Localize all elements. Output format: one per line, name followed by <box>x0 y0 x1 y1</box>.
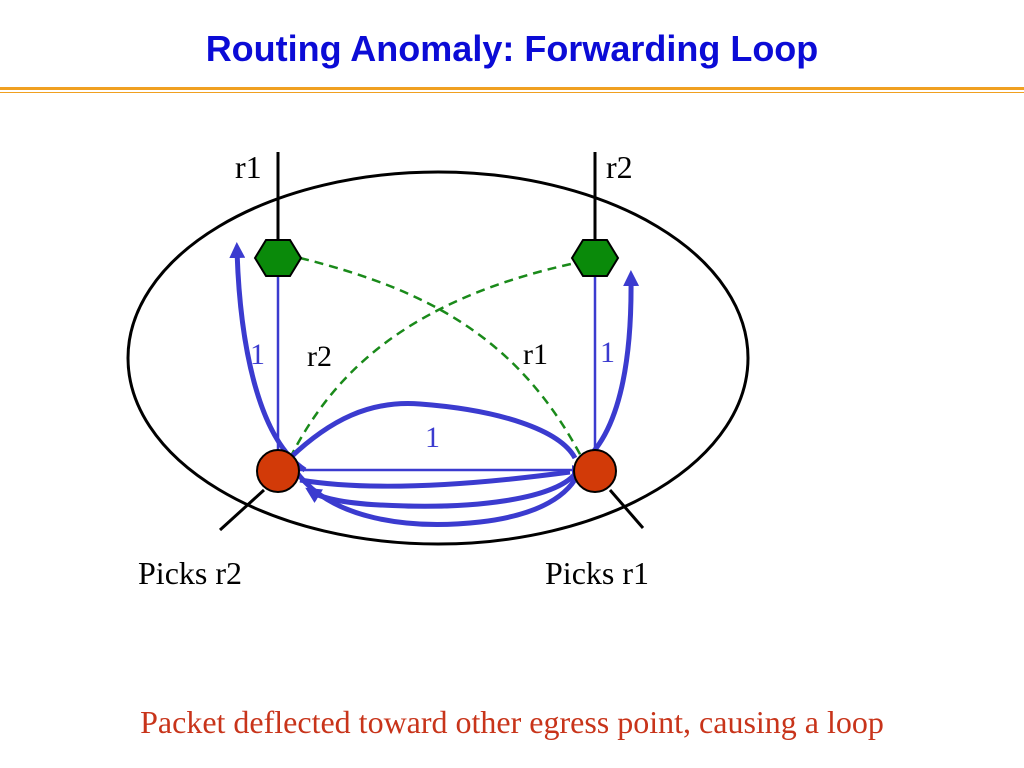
path-label-r1: r1 <box>523 338 548 371</box>
external-link-right-bottom <box>608 489 645 529</box>
bgp-path-to-r2 <box>288 260 581 459</box>
loop-path-outer-arc <box>292 468 583 527</box>
egress-router-r2 <box>570 239 620 277</box>
slide-caption: Packet deflected toward other egress poi… <box>140 704 884 740</box>
weight-label-left: 1 <box>250 338 265 371</box>
bgp-path-to-r1 <box>299 256 584 459</box>
weight-label-bottom: 1 <box>425 421 440 454</box>
loop-path-left-up <box>229 242 307 473</box>
loop-path-mid-arc <box>299 469 571 489</box>
external-link-left-bottom <box>218 488 266 532</box>
weight-label-right: 1 <box>600 336 615 369</box>
as-boundary-ellipse <box>126 170 750 546</box>
egress-label-r1: r1 <box>235 149 262 185</box>
loop-path-upper-arc <box>288 401 578 460</box>
picks-label-left: Picks r2 <box>138 555 242 591</box>
internal-router-left <box>256 449 300 493</box>
slide-title: Routing Anomaly: Forwarding Loop <box>205 28 819 69</box>
title-divider-thin <box>0 92 1024 93</box>
egress-router-r1 <box>253 239 303 277</box>
internal-router-right <box>573 449 617 493</box>
path-label-r2: r2 <box>307 340 332 373</box>
egress-label-r2: r2 <box>606 149 633 185</box>
title-divider <box>0 87 1024 90</box>
loop-path-right-up <box>573 270 640 471</box>
picks-label-right: Picks r1 <box>545 555 649 591</box>
